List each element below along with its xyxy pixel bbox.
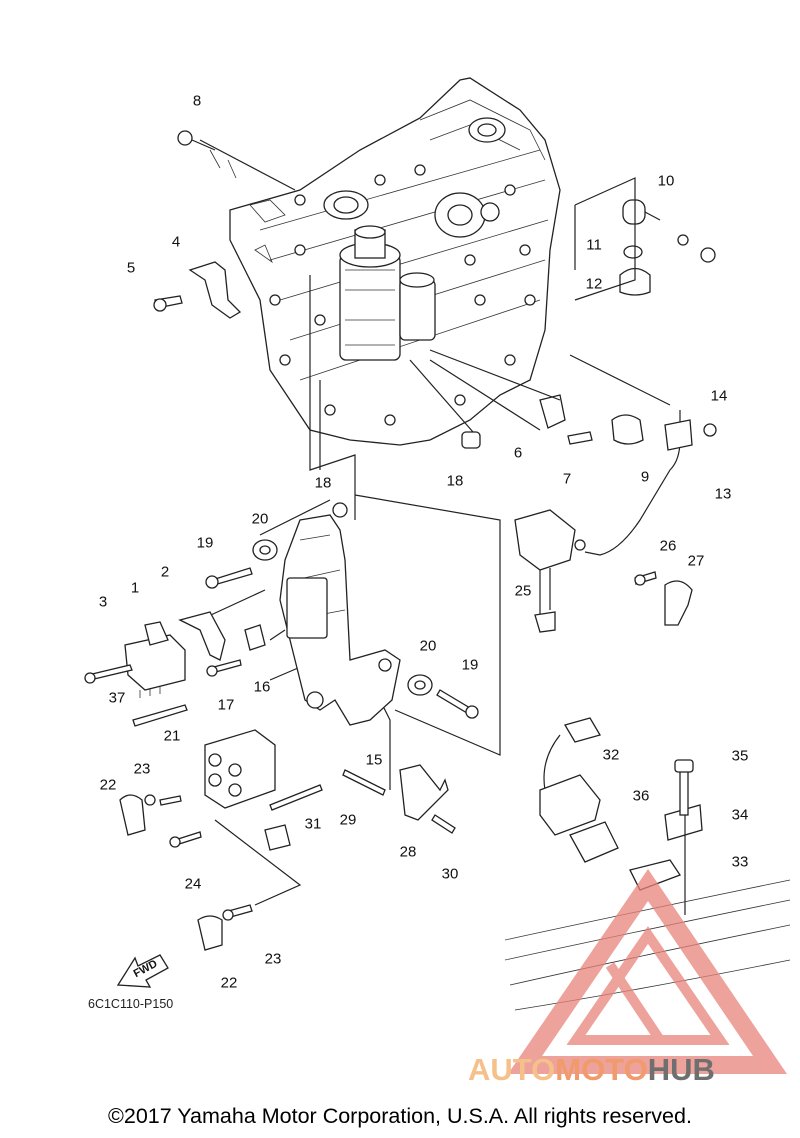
callout-5: 5 xyxy=(126,259,136,277)
callout-31: 31 xyxy=(304,815,322,833)
watermark-part-3: HUB xyxy=(647,1052,715,1087)
parts-28-29-30 xyxy=(342,764,456,834)
callout-34: 34 xyxy=(731,806,749,824)
callout-29: 29 xyxy=(339,811,357,829)
callout-37: 37 xyxy=(108,689,126,707)
parts-1-2-3-17-37 xyxy=(84,611,242,727)
bracket-15-16 xyxy=(244,502,401,726)
parts-18-19-20 xyxy=(205,431,481,719)
callout-36: 36 xyxy=(632,787,650,805)
callout-28: 28 xyxy=(399,843,417,861)
callout-13: 13 xyxy=(714,485,732,503)
callout-3: 3 xyxy=(98,593,108,611)
watermark-logo-text: AUTOMOTOHUB xyxy=(468,1052,715,1088)
callout-33: 33 xyxy=(731,853,749,871)
parts-6-7-9-13-14 xyxy=(429,349,717,556)
callout-15: 15 xyxy=(365,751,383,769)
callout-22-upper: 22 xyxy=(99,776,117,794)
callout-21: 21 xyxy=(163,727,181,745)
parts-21-to-24-31 xyxy=(119,729,323,951)
callout-23-lower: 23 xyxy=(264,950,282,968)
callout-14: 14 xyxy=(710,387,728,405)
engine-block xyxy=(229,77,561,446)
callout-9: 9 xyxy=(640,468,650,486)
fwd-arrow xyxy=(116,954,169,988)
callout-19-right: 19 xyxy=(461,656,479,674)
bracket-4-bolts-5-8 xyxy=(153,130,296,319)
callout-4: 4 xyxy=(171,233,181,251)
callout-20-right: 20 xyxy=(419,637,437,655)
callout-18-upper: 18 xyxy=(446,472,464,490)
callout-1: 1 xyxy=(130,579,140,597)
callout-17: 17 xyxy=(217,696,235,714)
callout-2: 2 xyxy=(160,563,170,581)
callout-11: 11 xyxy=(586,236,602,254)
callout-23-upper: 23 xyxy=(133,760,151,778)
parts-10-11-12 xyxy=(574,177,716,301)
watermark-part-1: AUTO xyxy=(468,1052,556,1087)
callout-20-left: 20 xyxy=(251,510,269,528)
callout-22-lower: 22 xyxy=(220,974,238,992)
diagram-code: 6C1C110-P150 xyxy=(88,997,174,1011)
callout-27: 27 xyxy=(687,552,705,570)
callout-12: 12 xyxy=(585,275,603,293)
callout-7: 7 xyxy=(562,470,572,488)
callout-30: 30 xyxy=(441,865,459,883)
callout-32: 32 xyxy=(602,746,620,764)
callout-25: 25 xyxy=(514,582,532,600)
callout-16: 16 xyxy=(253,678,271,696)
callout-19-left: 19 xyxy=(196,534,214,552)
callout-35: 35 xyxy=(731,747,749,765)
watermark-logo-mark xyxy=(507,869,787,1074)
copyright-notice: ©2017 Yamaha Motor Corporation, U.S.A. A… xyxy=(108,1104,692,1128)
callout-8: 8 xyxy=(192,92,202,110)
parts-32-to-36 xyxy=(504,717,791,1011)
callout-6: 6 xyxy=(513,444,523,462)
callout-26: 26 xyxy=(659,537,677,555)
parts-25-26-27 xyxy=(514,509,693,633)
callout-24: 24 xyxy=(184,875,202,893)
watermark-part-2: MOTO xyxy=(555,1052,648,1087)
callout-10: 10 xyxy=(657,172,675,190)
callout-18-lower: 18 xyxy=(314,474,332,492)
